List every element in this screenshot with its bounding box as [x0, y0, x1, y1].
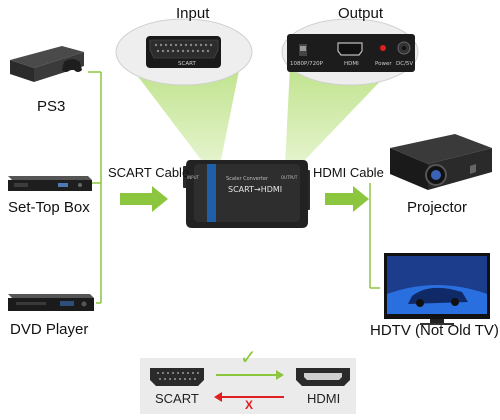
right-cable-arrow [325, 186, 369, 212]
output-label-projector: Projector [407, 199, 468, 216]
output-callout [281, 18, 419, 86]
input-callout-cone [130, 66, 240, 165]
legend-hdmi-label: HDMI [307, 391, 341, 406]
source-label-set-top-box: Set-Top Box [8, 199, 90, 216]
ps3-console-icon [10, 46, 84, 82]
set-top-box-icon [8, 176, 92, 191]
scart-cable-label: SCART Cable [108, 165, 190, 180]
cross-mark-icon: X [245, 398, 254, 412]
input-label: Input [176, 5, 210, 22]
projector-icon [390, 134, 492, 190]
left-cable-arrow [120, 186, 168, 212]
output-label-hdtv: HDTV (Not Old TV) [370, 322, 499, 339]
converter-input-port-label: INPUT [187, 175, 199, 180]
source-label-dvd-player: DVD Player [10, 321, 89, 338]
converter-output-port-label: OUTPUT [281, 175, 298, 180]
converter-subtitle: Scaler Converter [226, 176, 268, 182]
check-mark-icon: ✓ [240, 347, 257, 369]
output-label: Output [338, 5, 384, 22]
output-callout-cone [285, 66, 395, 165]
dvd-player-icon [8, 294, 94, 311]
legend-scart-label: SCART [155, 391, 199, 406]
converter-box [183, 160, 310, 228]
output-power-text: Power [375, 61, 392, 67]
hdtv-icon [384, 253, 490, 325]
bottom-legend [140, 358, 356, 414]
source-label-ps3: PS3 [37, 98, 66, 115]
hdmi-cable-label: HDMI Cable [313, 165, 384, 180]
output-switch-text: 1080P/720P [290, 61, 323, 67]
input-callout [115, 18, 253, 86]
input-port-text: SCART [178, 61, 196, 67]
converter-title: SCART→HDMI [228, 185, 283, 194]
output-dc-text: DC/5V [396, 61, 414, 67]
output-hdmi-text: HDMI [344, 61, 359, 67]
